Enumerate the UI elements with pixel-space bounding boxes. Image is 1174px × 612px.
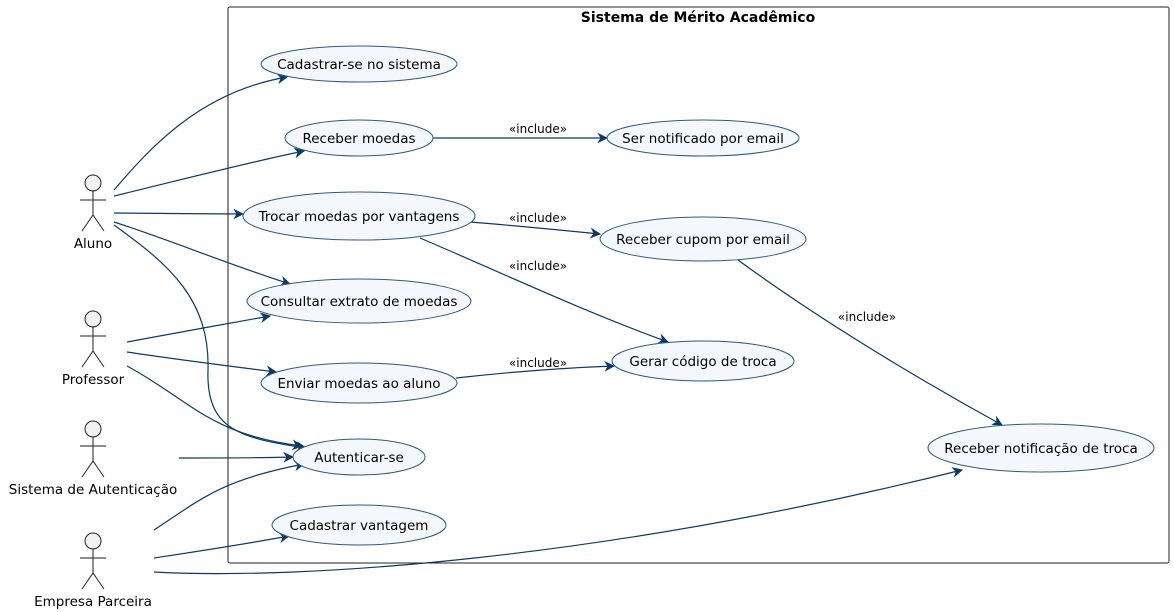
usecase-label: Receber cupom por email — [616, 232, 790, 248]
usecase-receber-moedas[interactable]: Receber moedas — [284, 119, 434, 157]
usecase-label: Cadastrar vantagem — [290, 518, 429, 534]
usecase-cadastrar-sistema[interactable]: Cadastrar-se no sistema — [260, 45, 458, 83]
actor-label: Empresa Parceira — [34, 594, 152, 610]
include-label: «include» — [838, 310, 896, 324]
actor-stick-figure-icon — [80, 174, 106, 232]
usecase-ser-notificado[interactable]: Ser notificado por email — [606, 119, 800, 157]
association-professor-to-enviar_moedas — [126, 351, 278, 377]
usecase-consultar-extrato[interactable]: Consultar extrato de moedas — [246, 278, 472, 324]
system-title: Sistema de Mérito Acadêmico — [581, 10, 816, 26]
usecase-ellipse[interactable] — [611, 340, 795, 382]
actor-label: Sistema de Autenticação — [9, 482, 177, 498]
actor-professor[interactable]: Professor — [62, 310, 125, 388]
usecase-ellipse[interactable] — [927, 423, 1155, 473]
usecase-ellipse[interactable] — [246, 278, 472, 324]
usecase-gerar-codigo[interactable]: Gerar código de troca — [611, 340, 795, 382]
usecase-ellipse[interactable] — [599, 216, 807, 262]
include-label: «include» — [509, 356, 567, 370]
actor-head — [84, 174, 102, 192]
actor-aluno[interactable]: Aluno — [74, 174, 112, 252]
actor-head — [84, 310, 102, 328]
actor-head — [84, 532, 102, 550]
usecase-ellipse[interactable] — [260, 45, 458, 83]
include-trocar_moedas-to-gerar_codigo — [419, 237, 670, 344]
association-aluno-to-receber_moedas — [113, 147, 306, 197]
usecase-receber-notificacao[interactable]: Receber notificação de troca — [927, 423, 1155, 473]
usecase-ellipse[interactable] — [284, 119, 434, 157]
usecase-label: Cadastrar-se no sistema — [277, 57, 441, 73]
usecase-label: Enviar moedas ao aluno — [277, 376, 440, 392]
association-aluno-to-cadastrar_sistema — [113, 73, 289, 191]
usecase-receber-cupom[interactable]: Receber cupom por email — [599, 216, 807, 262]
actor-left-leg — [81, 214, 94, 232]
usecase-label: Consultar extrato de moedas — [261, 294, 458, 310]
usecase-trocar-moedas[interactable]: Trocar moedas por vantagens — [242, 191, 476, 241]
actor-left-leg — [81, 350, 94, 368]
association-empresa-to-cadastrar_vantagem — [153, 532, 291, 559]
system-boundary: Sistema de Mérito Acadêmico — [227, 6, 1170, 564]
association-professor-to-consultar_extrato — [126, 312, 272, 343]
actor-stick-figure-icon — [80, 532, 106, 590]
actor-label: Professor — [62, 372, 125, 388]
usecase-label: Receber notificação de troca — [944, 441, 1138, 457]
association-empresa-to-autenticar — [153, 460, 306, 531]
include-trocar_moedas-to-receber_cupom — [469, 221, 602, 239]
actor-stick-figure-icon — [80, 420, 106, 478]
association-aluno-to-consultar_extrato — [113, 221, 292, 287]
usecase-ellipse[interactable] — [292, 438, 426, 476]
actor-right-leg — [92, 214, 105, 232]
system-boundary-rect — [227, 6, 1170, 564]
association-empresa-to-receber_notificacao — [153, 467, 964, 575]
usecase-ellipse[interactable] — [260, 362, 458, 404]
edges-layer: «include» «include» «include» «include» «inc… — [113, 73, 1003, 575]
include-label: «include» — [509, 259, 567, 273]
association-aluno-to-trocar_moedas — [113, 208, 245, 220]
usecase-label: Ser notificado por email — [622, 131, 784, 147]
actor-auth[interactable]: Sistema de Autenticação — [9, 420, 177, 498]
usecase-label: Trocar moedas por vantagens — [258, 209, 460, 225]
usecase-cadastrar-vantagem[interactable]: Cadastrar vantagem — [271, 504, 447, 546]
actor-left-leg — [81, 572, 94, 590]
include-enviar_moedas-to-gerar_codigo — [455, 360, 616, 379]
usecase-label: Receber moedas — [302, 131, 415, 147]
actor-right-leg — [92, 350, 105, 368]
actor-empresa[interactable]: Empresa Parceira — [34, 532, 152, 610]
include-label: «include» — [509, 122, 567, 136]
include-receber_cupom-to-receber_notificacao — [737, 259, 1003, 426]
actor-right-leg — [92, 572, 105, 590]
association-professor-to-autenticar — [126, 365, 304, 451]
association-auth-to-autenticar — [178, 451, 295, 463]
actor-right-leg — [92, 460, 105, 478]
usecase-ellipse[interactable] — [242, 191, 476, 241]
usecase-autenticar[interactable]: Autenticar-se — [292, 438, 426, 476]
association-aluno-to-autenticar — [113, 224, 308, 452]
usecase-label: Gerar código de troca — [629, 354, 776, 370]
usecase-ellipse[interactable] — [271, 504, 447, 546]
actor-stick-figure-icon — [80, 310, 106, 368]
include-label: «include» — [509, 211, 567, 225]
actor-left-leg — [81, 460, 94, 478]
actor-label: Aluno — [74, 236, 112, 252]
usecase-label: Autenticar-se — [314, 450, 404, 466]
usecase-ellipse[interactable] — [606, 119, 800, 157]
actor-head — [84, 420, 102, 438]
usecase-enviar-moedas[interactable]: Enviar moedas ao aluno — [260, 362, 458, 404]
